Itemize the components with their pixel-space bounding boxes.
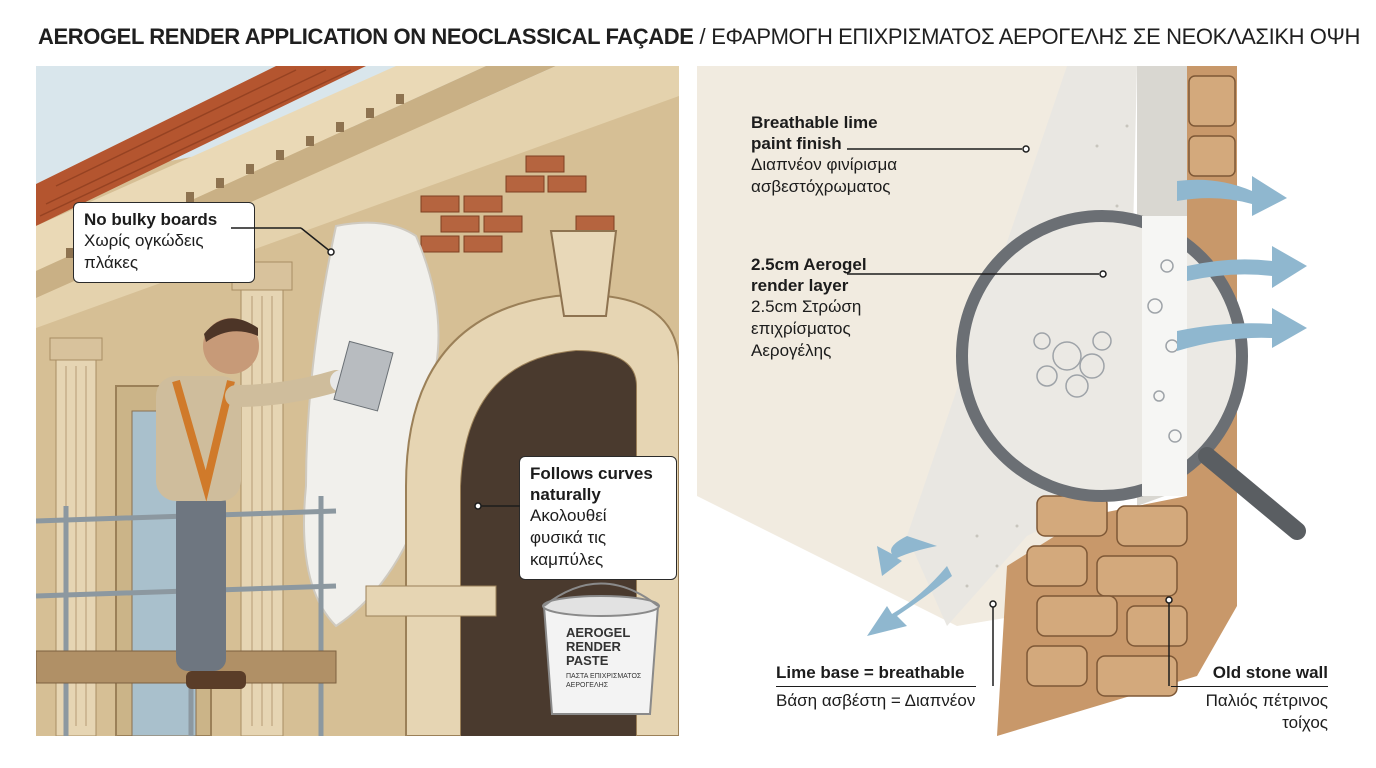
callout-stone-wall-en: Old stone wall	[1212, 663, 1328, 682]
callout-no-bulky-boards-gr-1: Χωρίς ογκώδεις	[84, 231, 204, 250]
callout-follows-curves-gr-2: φυσικά τις	[530, 528, 607, 547]
roof-tiles	[36, 66, 366, 226]
callout-follows-curves-en-1: Follows curves	[530, 464, 653, 483]
callout-lime-base-en: Lime base = breathable	[776, 663, 965, 682]
callout-paint-finish-gr-1: Διαπνέον φινίρισμα	[751, 155, 898, 174]
callout-stone-wall-gr-2: τοίχος	[1282, 713, 1328, 732]
callout-paint-finish-en-2: paint finish	[751, 134, 842, 153]
callout-lime-base-gr: Βάση ασβέστη = Διαπνέον	[776, 686, 976, 712]
leader-no-bulky-boards	[231, 227, 335, 256]
bucket-label-line1: AEROGEL	[566, 625, 631, 640]
callout-aerogel-layer: 2.5cm Aerogel render layer 2.5cm Στρώση …	[751, 254, 951, 362]
callout-follows-curves-en-2: naturally	[530, 485, 601, 504]
callout-aerogel-layer-gr-3: Αερογέλης	[751, 341, 832, 360]
callout-stone-wall-gr-1: Παλιός πέτρινος	[1171, 686, 1328, 712]
worker	[156, 318, 394, 689]
callout-aerogel-layer-gr-1: 2.5cm Στρώση	[751, 297, 862, 316]
callout-paint-finish: Breathable lime paint finish Διαπνέον φι…	[751, 112, 951, 198]
title-english: AEROGEL RENDER APPLICATION ON NEOCLASSIC…	[38, 24, 694, 49]
leader-aerogel-layer	[847, 270, 1107, 278]
magnifier	[956, 210, 1306, 540]
callout-no-bulky-boards-gr-2: πλάκες	[84, 253, 139, 272]
bucket-label-line2: RENDER	[566, 639, 621, 654]
title-greek: ΕΦΑΡΜΟΓΗ ΕΠΙΧΡΙΣΜΑΤΟΣ ΑΕΡΟΓΕΛΗΣ ΣΕ ΝΕΟΚΛ…	[711, 24, 1360, 49]
callout-follows-curves-gr-1: Ακολουθεί	[530, 506, 607, 525]
facade-illustration-panel: AEROGEL RENDER PASTE ΠΑΣΤΑ ΕΠΙΧΡΙΣΜΑΤΟΣ …	[36, 66, 679, 736]
page-title: AEROGEL RENDER APPLICATION ON NEOCLASSIC…	[38, 24, 1360, 50]
leader-stone-wall	[1165, 596, 1173, 686]
callout-paint-finish-en-1: Breathable lime	[751, 113, 878, 132]
leader-paint-finish	[847, 145, 1030, 153]
bucket-label-line4: ΠΑΣΤΑ ΕΠΙΧΡΙΣΜΑΤΟΣ	[566, 673, 642, 680]
stone-wall	[997, 66, 1237, 736]
facade-illustration	[36, 66, 679, 736]
aerogel-paste-bucket	[542, 582, 660, 715]
vapor-arrows	[867, 176, 1307, 636]
callout-aerogel-layer-en-2: render layer	[751, 276, 849, 295]
wall-section-diagram	[697, 66, 1307, 736]
callout-paint-finish-gr-2: ασβεστόχρωματος	[751, 177, 891, 196]
bucket-label-line5: ΑΕΡΟΓΕΛΗΣ	[566, 682, 609, 689]
render-texture	[965, 124, 1129, 588]
title-separator: /	[699, 24, 706, 49]
wall-section-panel: Breathable lime paint finish Διαπνέον φι…	[697, 66, 1340, 736]
callout-no-bulky-boards-en: No bulky boards	[84, 210, 218, 229]
callout-lime-base: Lime base = breathable Βάση ασβέστη = Δι…	[776, 662, 1016, 712]
callout-follows-curves: Follows curves naturally Ακολουθεί φυσικ…	[519, 456, 677, 580]
aerogel-bubbles	[1033, 259, 1182, 443]
arch-impost	[365, 585, 497, 617]
callout-aerogel-layer-en-1: 2.5cm Aerogel	[751, 255, 867, 274]
bucket-label: AEROGEL RENDER PASTE ΠΑΣΤΑ ΕΠΙΧΡΙΣΜΑΤΟΣ …	[566, 626, 646, 690]
callout-no-bulky-boards: No bulky boards Χωρίς ογκώδεις πλάκες	[73, 202, 255, 283]
callout-aerogel-layer-gr-2: επιχρίσματος	[751, 319, 851, 338]
callout-follows-curves-gr-3: καμπύλες	[530, 550, 604, 569]
leader-lime-base	[989, 600, 997, 686]
leader-follows-curves	[474, 502, 520, 510]
callout-stone-wall: Old stone wall Παλιός πέτρινος τοίχος	[1171, 662, 1328, 734]
keystone-corbel	[549, 230, 618, 317]
bucket-label-line3: PASTE	[566, 653, 609, 668]
